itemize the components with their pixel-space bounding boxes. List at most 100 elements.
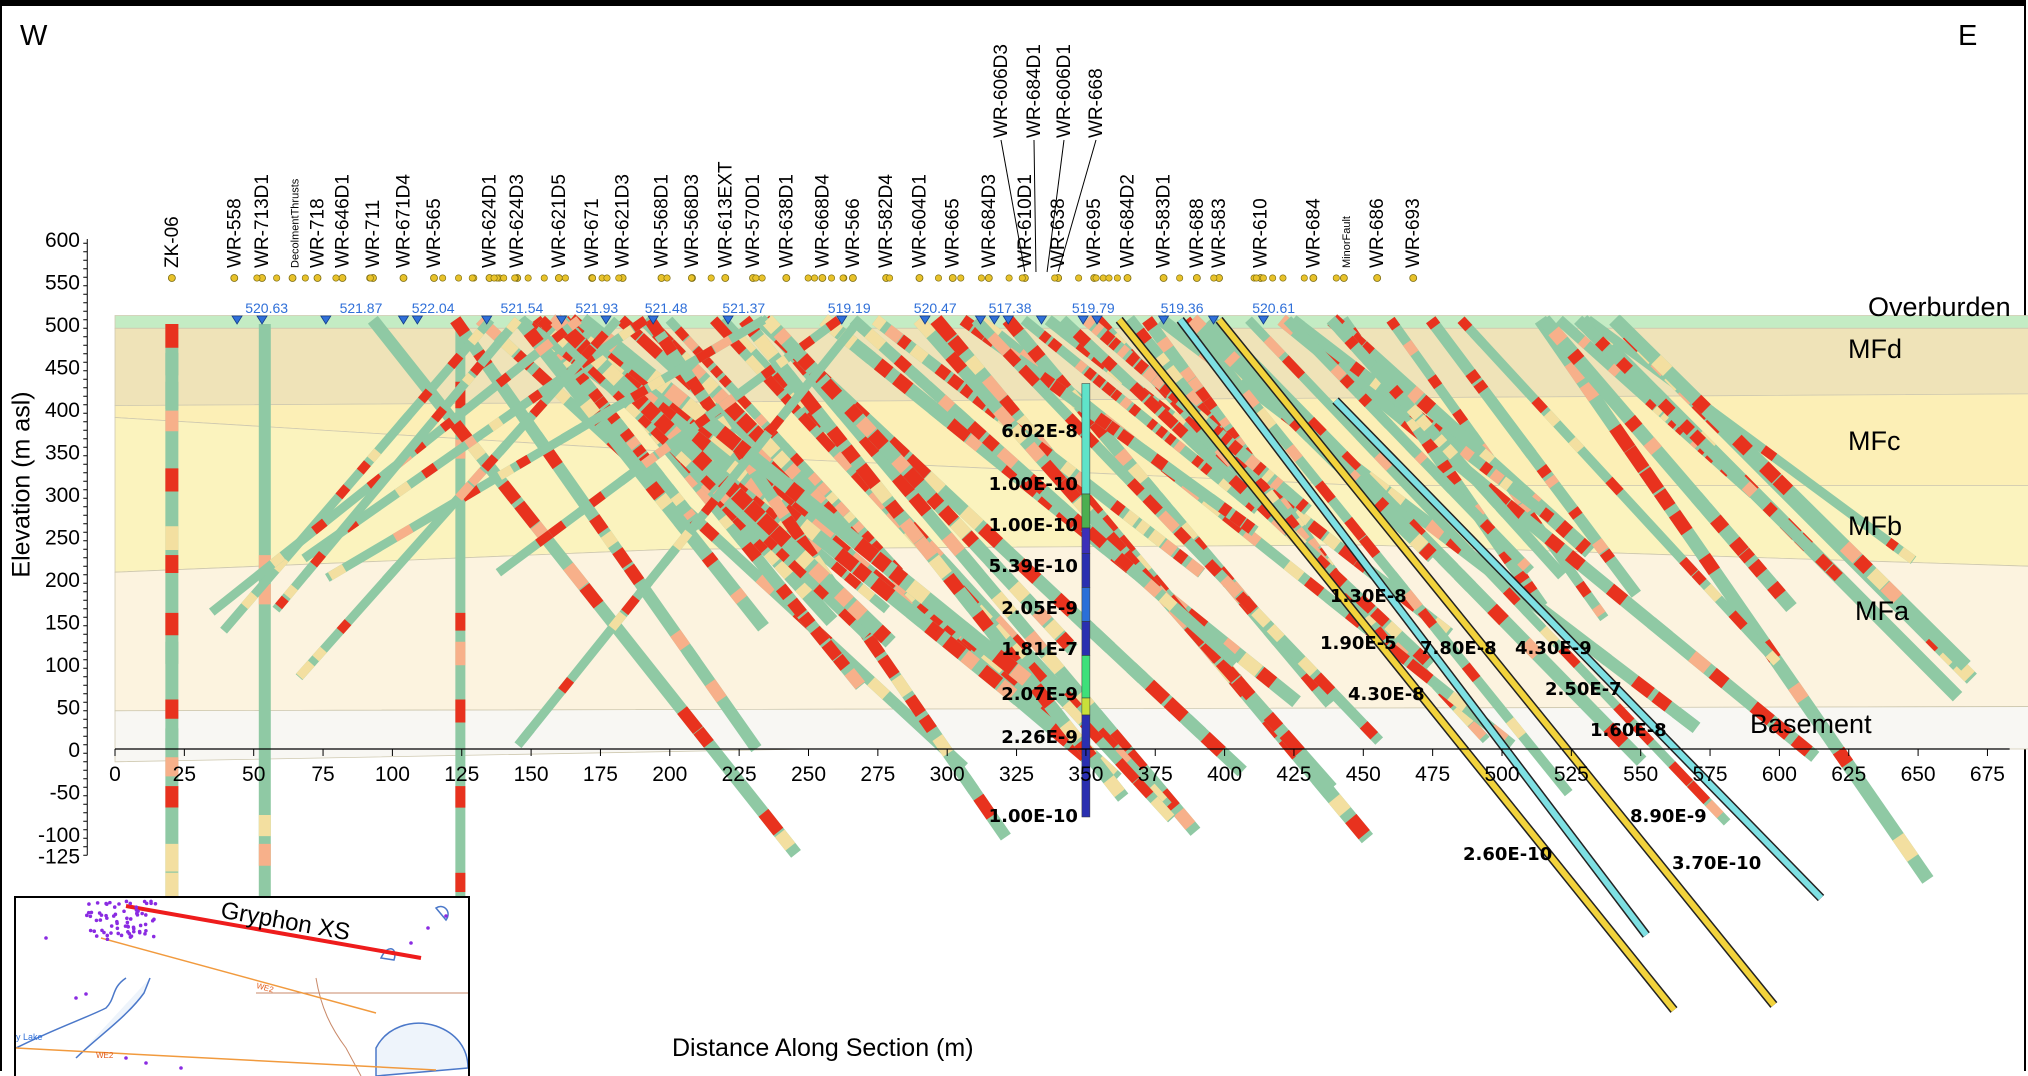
hole-interval bbox=[810, 625, 830, 646]
hole-interval bbox=[1579, 380, 1601, 402]
hole-interval bbox=[1414, 451, 1428, 465]
hole-interval bbox=[843, 511, 856, 524]
inset-collar-dot bbox=[143, 913, 148, 917]
hole-interval bbox=[1015, 558, 1042, 584]
hole-interval bbox=[986, 628, 1010, 652]
hole-interval bbox=[537, 315, 555, 333]
inset-collar-dot bbox=[85, 913, 89, 918]
y-tick-label: -50 bbox=[50, 782, 80, 805]
k-interval bbox=[1081, 587, 1091, 622]
hole-interval bbox=[1161, 364, 1184, 387]
hole-interval bbox=[1056, 477, 1082, 503]
hole-interval bbox=[838, 607, 858, 627]
hole-interval bbox=[1285, 444, 1303, 463]
hole-interval bbox=[754, 413, 768, 427]
drillhole-trace bbox=[1426, 316, 1641, 598]
hole-interval bbox=[681, 397, 707, 423]
collar-marker bbox=[313, 274, 322, 282]
hole-interval bbox=[654, 442, 672, 459]
hole-interval bbox=[665, 316, 681, 332]
collar-marker bbox=[524, 274, 532, 282]
drillhole-trace bbox=[514, 315, 769, 632]
hole-interval bbox=[1349, 361, 1366, 378]
y-tick-label: 0 bbox=[68, 739, 80, 762]
leader-line bbox=[1033, 139, 1037, 273]
hole-interval bbox=[1255, 667, 1278, 689]
x-tick-label: 25 bbox=[173, 763, 196, 786]
leader-line bbox=[1000, 139, 1026, 273]
hole-interval bbox=[959, 506, 984, 530]
hole-interval bbox=[529, 399, 548, 418]
collar-label: DecolmentThrusts bbox=[290, 178, 302, 268]
hole-interval bbox=[834, 587, 854, 608]
k-value-label: 4.30E-8 bbox=[1348, 684, 1425, 705]
hole-interval bbox=[1705, 799, 1724, 819]
hole-interval bbox=[1062, 700, 1086, 725]
hole-interval bbox=[1402, 339, 1419, 357]
hole-interval bbox=[1344, 516, 1367, 541]
hole-interval bbox=[431, 406, 447, 423]
y-axis-title: Elevation (m asl) bbox=[7, 391, 36, 578]
vertical-packer-hole bbox=[1081, 383, 1091, 818]
hole-interval bbox=[1009, 642, 1028, 662]
hole-interval bbox=[692, 450, 713, 472]
hole-interval bbox=[1624, 414, 1643, 433]
hole-interval bbox=[1171, 421, 1189, 439]
hole-interval bbox=[1091, 322, 1105, 337]
k-value-label: 1.30E-8 bbox=[1330, 586, 1407, 607]
inset-collar-dot bbox=[115, 926, 120, 931]
hole-interval bbox=[1245, 316, 1268, 340]
inset-collar-dot bbox=[102, 930, 106, 935]
hole-interval bbox=[1607, 362, 1622, 377]
collar-marker bbox=[399, 274, 408, 282]
hole-interval bbox=[1227, 439, 1244, 456]
inset-collar-dot bbox=[126, 925, 131, 929]
x-tick-label: 225 bbox=[722, 763, 757, 786]
hole-interval bbox=[1151, 492, 1171, 512]
hole-interval bbox=[861, 530, 875, 544]
hole-interval bbox=[1592, 603, 1606, 618]
x-tick-label: 550 bbox=[1623, 763, 1658, 786]
hole-interval bbox=[870, 577, 896, 602]
k-value-label: 5.39E-10 bbox=[989, 556, 1078, 577]
water-level-label: 519.19 bbox=[828, 300, 871, 316]
hole-interval bbox=[803, 409, 825, 431]
hole-interval bbox=[1114, 448, 1133, 467]
hole-interval bbox=[1426, 316, 1441, 330]
inset-collar-dot bbox=[409, 941, 413, 945]
drillhole-trace bbox=[971, 316, 1384, 745]
collar-marker bbox=[273, 274, 281, 282]
k-value-label: 1.00E-10 bbox=[989, 474, 1078, 495]
collar-marker bbox=[915, 274, 924, 282]
hole-interval bbox=[496, 440, 511, 455]
hole-interval bbox=[790, 452, 804, 467]
hole-interval bbox=[763, 534, 780, 551]
hole-interval bbox=[562, 348, 576, 363]
hole-interval bbox=[1150, 373, 1167, 390]
hole-interval bbox=[514, 500, 540, 529]
hole-interval bbox=[1615, 357, 1633, 375]
inset-collar-dot bbox=[74, 996, 78, 1000]
hole-interval bbox=[870, 481, 893, 505]
inset-collar-dot bbox=[125, 916, 129, 921]
hole-interval bbox=[1339, 588, 1358, 607]
water-level-label: 519.36 bbox=[1161, 300, 1204, 316]
inset-collar-dot bbox=[105, 933, 110, 938]
hole-interval bbox=[946, 335, 969, 358]
k-value-label: 2.26E-9 bbox=[1001, 727, 1078, 748]
hole-interval bbox=[1191, 455, 1204, 468]
k-value-label: 1.00E-10 bbox=[989, 515, 1078, 536]
hole-interval bbox=[1539, 507, 1555, 523]
hole-interval bbox=[798, 462, 814, 477]
hole-interval bbox=[551, 327, 568, 343]
hole-interval bbox=[1177, 330, 1199, 351]
hole-interval bbox=[439, 417, 455, 432]
inset-collar-dot bbox=[123, 924, 128, 928]
collar-marker bbox=[1192, 274, 1201, 282]
hole-interval bbox=[311, 518, 328, 535]
hole-interval bbox=[763, 546, 783, 566]
hole-interval bbox=[272, 555, 289, 573]
collar-marker bbox=[984, 274, 993, 282]
hole-interval bbox=[751, 494, 766, 509]
collar-marker bbox=[1092, 274, 1100, 282]
